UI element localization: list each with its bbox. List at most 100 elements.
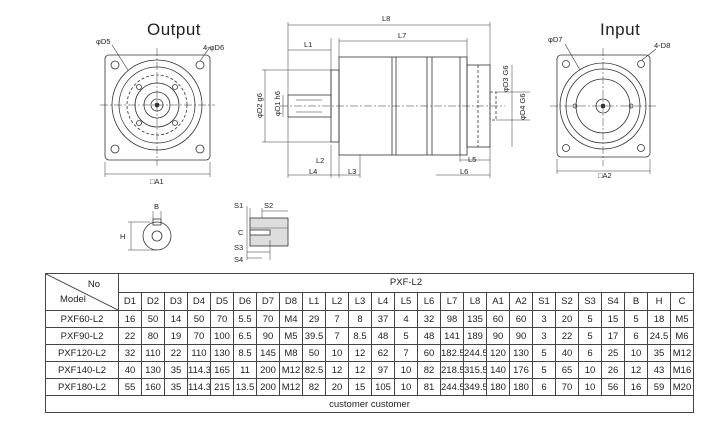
label-l3: L3 <box>348 167 356 176</box>
label-d1: φD1 h6 <box>273 91 282 116</box>
value-cell: 5 <box>394 327 418 345</box>
label-d5: φD5 <box>96 37 110 46</box>
model-cell: PXF120-L2 <box>45 344 119 362</box>
value-cell: 200 <box>256 361 280 379</box>
value-cell: 15 <box>348 378 372 396</box>
value-cell: 10 <box>624 344 648 362</box>
value-cell: M12 <box>279 378 303 396</box>
value-cell: 7 <box>325 327 349 345</box>
value-cell: 50 <box>302 344 326 362</box>
label-s4: S4 <box>234 255 243 264</box>
label-s3: S3 <box>234 243 243 252</box>
value-cell: 7 <box>394 344 418 362</box>
value-cell: 98 <box>440 310 464 328</box>
column-header: S4 <box>601 291 625 311</box>
column-header: A1 <box>486 291 510 311</box>
value-cell: 35 <box>164 378 188 396</box>
value-cell: 56 <box>601 378 625 396</box>
value-cell: 141 <box>440 327 464 345</box>
value-cell: 16 <box>624 378 648 396</box>
value-cell: 82 <box>302 378 326 396</box>
value-cell: 82 <box>417 361 441 379</box>
value-cell: 43 <box>647 361 671 379</box>
value-cell: 5 <box>578 310 602 328</box>
value-cell: 90 <box>486 327 510 345</box>
value-cell: 14 <box>164 310 188 328</box>
value-cell: 130 <box>509 344 533 362</box>
value-cell: 12 <box>624 361 648 379</box>
value-cell: M4 <box>279 310 303 328</box>
column-header: B <box>624 291 648 311</box>
value-cell: 26 <box>601 361 625 379</box>
label-d7: φD7 <box>548 35 562 44</box>
label-l4: L4 <box>309 167 317 176</box>
column-header: L1 <box>302 291 326 311</box>
shaft-end-detail <box>246 206 289 260</box>
value-cell: 215 <box>210 378 234 396</box>
column-header: L2 <box>325 291 349 311</box>
column-header: D7 <box>256 291 280 311</box>
value-cell: 17 <box>601 327 625 345</box>
value-cell: 114.3 <box>187 378 211 396</box>
value-cell: 10 <box>578 361 602 379</box>
value-cell: 6 <box>624 327 648 345</box>
value-cell: 180 <box>509 378 533 396</box>
value-cell: 48 <box>417 327 441 345</box>
value-cell: 6 <box>578 344 602 362</box>
column-header: D3 <box>164 291 188 311</box>
value-cell: M8 <box>279 344 303 362</box>
value-cell: 29 <box>302 310 326 328</box>
column-header: L4 <box>371 291 395 311</box>
value-cell: 8 <box>348 310 372 328</box>
input-view-title: Input <box>600 20 641 39</box>
value-cell: 80 <box>141 327 165 345</box>
value-cell: 12 <box>325 361 349 379</box>
value-cell: 105 <box>371 378 395 396</box>
column-header: S1 <box>532 291 556 311</box>
label-a1: □A1 <box>150 177 164 186</box>
value-cell: 59 <box>647 378 671 396</box>
value-cell: 176 <box>509 361 533 379</box>
column-header: S3 <box>578 291 602 311</box>
label-d4: φD4 G6 <box>518 93 527 120</box>
value-cell: 349.5 <box>463 378 487 396</box>
label-l6: L6 <box>460 167 468 176</box>
value-cell: 5 <box>532 344 556 362</box>
value-cell: 110 <box>187 344 211 362</box>
value-cell: 22 <box>118 327 142 345</box>
value-cell: 25 <box>601 344 625 362</box>
value-cell: 10 <box>394 361 418 379</box>
value-cell: 20 <box>555 310 579 328</box>
value-cell: 130 <box>210 344 234 362</box>
value-cell: 12 <box>348 344 372 362</box>
value-cell: 130 <box>141 361 165 379</box>
value-cell: 8.5 <box>348 327 372 345</box>
output-view-title: Output <box>147 20 202 39</box>
label-l5: L5 <box>468 155 476 164</box>
label-s2: S2 <box>264 201 273 210</box>
model-cell: PXF60-L2 <box>45 310 119 328</box>
value-cell: 10 <box>325 344 349 362</box>
value-cell: 3 <box>532 310 556 328</box>
value-cell: 50 <box>187 310 211 328</box>
value-cell: 114.3 <box>187 361 211 379</box>
value-cell: 145 <box>256 344 280 362</box>
value-cell: 244.5 <box>463 344 487 362</box>
value-cell: 70 <box>555 378 579 396</box>
value-cell: 50 <box>141 310 165 328</box>
value-cell: 62 <box>371 344 395 362</box>
table-header-row-top: No Model PXF-L2 <box>45 273 694 311</box>
value-cell: 20 <box>325 378 349 396</box>
column-header: D4 <box>187 291 211 311</box>
series-label-cell: PXF-L2 <box>118 273 694 293</box>
value-cell: M12 <box>279 361 303 379</box>
value-cell: 6.5 <box>233 327 257 345</box>
label-d6: 4-φD6 <box>203 43 224 52</box>
value-cell: 315.5 <box>463 361 487 379</box>
value-cell: 55 <box>118 378 142 396</box>
